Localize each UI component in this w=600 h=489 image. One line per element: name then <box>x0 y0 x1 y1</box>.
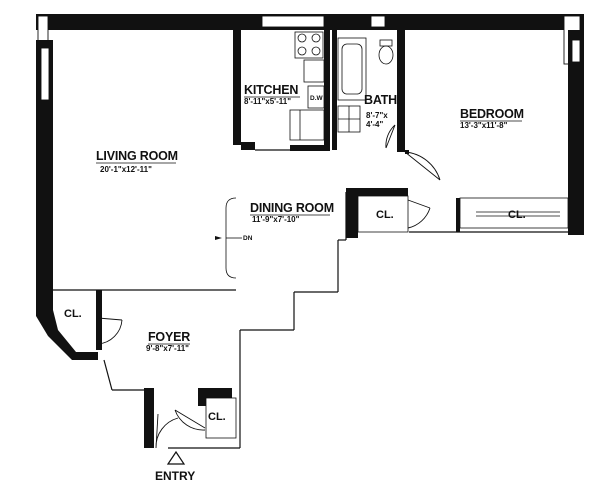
kitchen-fixtures <box>289 30 330 151</box>
label-kitchen: KITCHEN 8'-11"x5'-11" D.W <box>244 83 324 106</box>
closet-label-foyer-left: CL. <box>64 308 82 320</box>
left-exterior-wall <box>36 40 98 360</box>
step-down-label: DN <box>243 235 253 242</box>
living-room-dims: 20'-1"x12'-11" <box>100 165 152 174</box>
top-exterior-wall <box>36 14 584 65</box>
window-bedroom-right <box>571 39 581 63</box>
label-bath: BATH 8'-7"x 4'-4" <box>364 93 397 129</box>
label-foyer: FOYER 9'-8"x7'-11" <box>146 330 190 353</box>
dishwasher-label: D.W <box>310 95 324 102</box>
bedroom-walls <box>404 150 569 233</box>
bath-name: BATH <box>364 93 397 107</box>
window-kitchen <box>261 15 325 28</box>
bath-dims-line2: 4'-4" <box>366 120 383 129</box>
closet-label-foyer-bottom: CL. <box>208 411 226 423</box>
foyer-name: FOYER <box>148 330 190 344</box>
closet-label-bedroom: CL. <box>508 209 526 221</box>
dining-room-dims: 11'-9"x7'-10" <box>252 215 300 224</box>
bath-fixtures <box>332 30 405 152</box>
label-living-room: LIVING ROOM 20'-1"x12'-11" <box>96 149 178 174</box>
foyer-bottom-closet <box>155 388 237 465</box>
label-dining-room: DINING ROOM 11'-9"x7'-10" DN <box>243 201 334 242</box>
label-bedroom: BEDROOM 13'-3"x11'-8" <box>460 107 524 130</box>
closet-label-dining: CL. <box>376 209 394 221</box>
bedroom-dims: 13'-3"x11'-8" <box>460 121 508 130</box>
kitchen-dims: 8'-11"x5'-11" <box>244 97 291 106</box>
entry-label: ENTRY <box>155 469 195 483</box>
kitchen-name: KITCHEN <box>244 83 298 97</box>
dining-room-name: DINING ROOM <box>250 201 334 215</box>
right-exterior-wall <box>568 30 584 235</box>
window-living-left <box>40 47 50 101</box>
window-bath <box>370 15 386 28</box>
living-room-walls <box>53 30 255 291</box>
dining-closet <box>346 188 431 238</box>
dining-foyer-walls <box>168 149 347 449</box>
bath-dims-line1: 8'-7"x <box>366 111 388 120</box>
foyer-left-closet <box>96 290 154 448</box>
window-top-left <box>37 15 49 45</box>
foyer-dims: 9'-8"x7'-11" <box>146 344 189 353</box>
living-room-name: LIVING ROOM <box>96 149 178 163</box>
bedroom-name: BEDROOM <box>460 107 524 121</box>
